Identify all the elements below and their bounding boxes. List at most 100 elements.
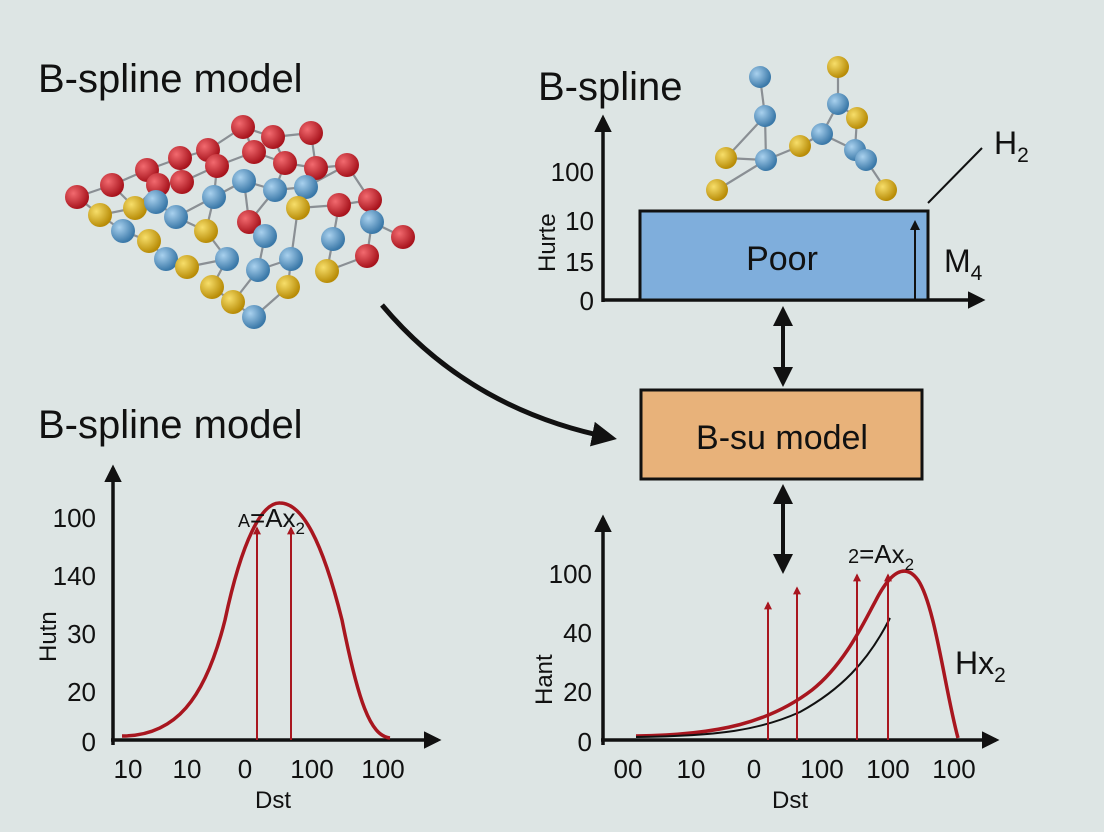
yellow-atom [88,203,112,227]
blue-atom [321,227,345,251]
blue-atom [294,175,318,199]
br-x-tick: 00 [614,754,643,784]
br-x-tick: 0 [747,754,761,784]
yellow-atom [221,290,245,314]
yellow-atom [123,196,147,220]
red-atom [65,185,89,209]
yellow-atom [194,219,218,243]
bl-y-tick: 100 [53,503,96,533]
curved-flow-arrow [380,303,617,447]
red-atom [261,125,285,149]
br-red-curve [635,569,960,739]
top-right-title: B-spline [538,65,683,109]
yellow-atom [706,179,728,201]
poor-box [638,209,930,302]
red-atom [358,188,382,212]
red-atom [168,146,192,170]
red-atom [242,140,266,164]
blue-atom [755,149,777,171]
bl-x-tick: 100 [361,754,404,784]
br-x-label: Dst [772,787,808,814]
br-y-tick: 0 [578,727,592,757]
br-x-tick: 100 [800,754,843,784]
blue-atom [202,185,226,209]
yellow-atom [175,255,199,279]
br-x-tick: 100 [866,754,909,784]
bottom-left-title: B-spline model [38,403,303,447]
b-su-model-label: B-su model [696,419,868,457]
b-su-model-box [639,388,924,481]
bl-x-tick: 100 [290,754,333,784]
red-atom [355,244,379,268]
red-atom [205,154,229,178]
bl-annotation: A=Ax2 [238,503,305,538]
top-y-tick: 100 [551,157,594,187]
top-y-tick: 15 [565,247,594,277]
blue-atom [754,105,776,127]
blue-atom [360,210,384,234]
red-atom [231,115,255,139]
blue-atom [232,169,256,193]
bl-x-tick: 10 [173,754,202,784]
blue-atom [855,149,877,171]
blue-atom [279,247,303,271]
bl-x-tick: 10 [114,754,143,784]
center-flow: B-su model [380,303,924,574]
yellow-atom [200,275,224,299]
blue-atom [263,178,287,202]
yellow-atom [137,229,161,253]
bl-x-label: Dst [255,787,291,814]
blue-atom [144,190,168,214]
molecule-lattice-illustration [65,115,415,329]
yellow-atom [875,179,897,201]
bottom-right-chart: 2=Ax2 Hx2 100 40 20 0 00 10 0 100 100 10… [531,514,1006,814]
br-side-label: Hx2 [955,645,1006,687]
br-x-tick: 100 [932,754,975,784]
bl-y-tick: 0 [82,727,96,757]
top-right-panel: Poor 100 10 15 0 Hurte H2 M4 [534,114,1029,316]
br-black-curve [635,617,891,738]
blue-atom [111,219,135,243]
poor-box-label: Poor [746,240,818,278]
blue-atom [811,123,833,145]
yellow-atom [315,259,339,283]
bl-y-label: Hutn [35,611,62,662]
br-y-tick: 20 [563,677,592,707]
red-atom [273,151,297,175]
bottom-left-chart: A=Ax2 100 140 30 20 0 10 10 0 100 100 Ds… [35,464,442,814]
red-atom [335,153,359,177]
blue-atom [827,93,849,115]
red-atom [327,193,351,217]
yellow-atom [789,135,811,157]
bl-bell-curve [121,501,391,740]
yellow-atom [286,196,310,220]
red-atom [391,225,415,249]
top-y-label: Hurte [534,213,561,272]
br-annotation: 2=Ax2 [848,539,914,574]
br-x-tick: 10 [677,754,706,784]
h2-label: H2 [994,125,1029,167]
bl-y-tick: 30 [67,619,96,649]
red-atom [304,156,328,180]
yellow-atom [846,107,868,129]
blue-atom [242,305,266,329]
blue-atom [215,247,239,271]
bl-x-tick: 0 [238,754,252,784]
bl-y-tick: 20 [67,677,96,707]
yellow-atom [276,275,300,299]
red-atom [299,121,323,145]
top-y-tick: 0 [580,286,594,316]
red-atom [170,170,194,194]
blue-atom [253,224,277,248]
yellow-atom [827,56,849,78]
top-left-title: B-spline model [38,57,303,101]
h2-leader-line [927,147,983,204]
br-y-tick: 100 [549,559,592,589]
m4-label: M4 [944,243,983,285]
blue-atom [246,258,270,282]
molecule-chain-illustration [706,56,897,201]
blue-atom [749,66,771,88]
br-y-tick: 40 [563,618,592,648]
red-atom [100,173,124,197]
